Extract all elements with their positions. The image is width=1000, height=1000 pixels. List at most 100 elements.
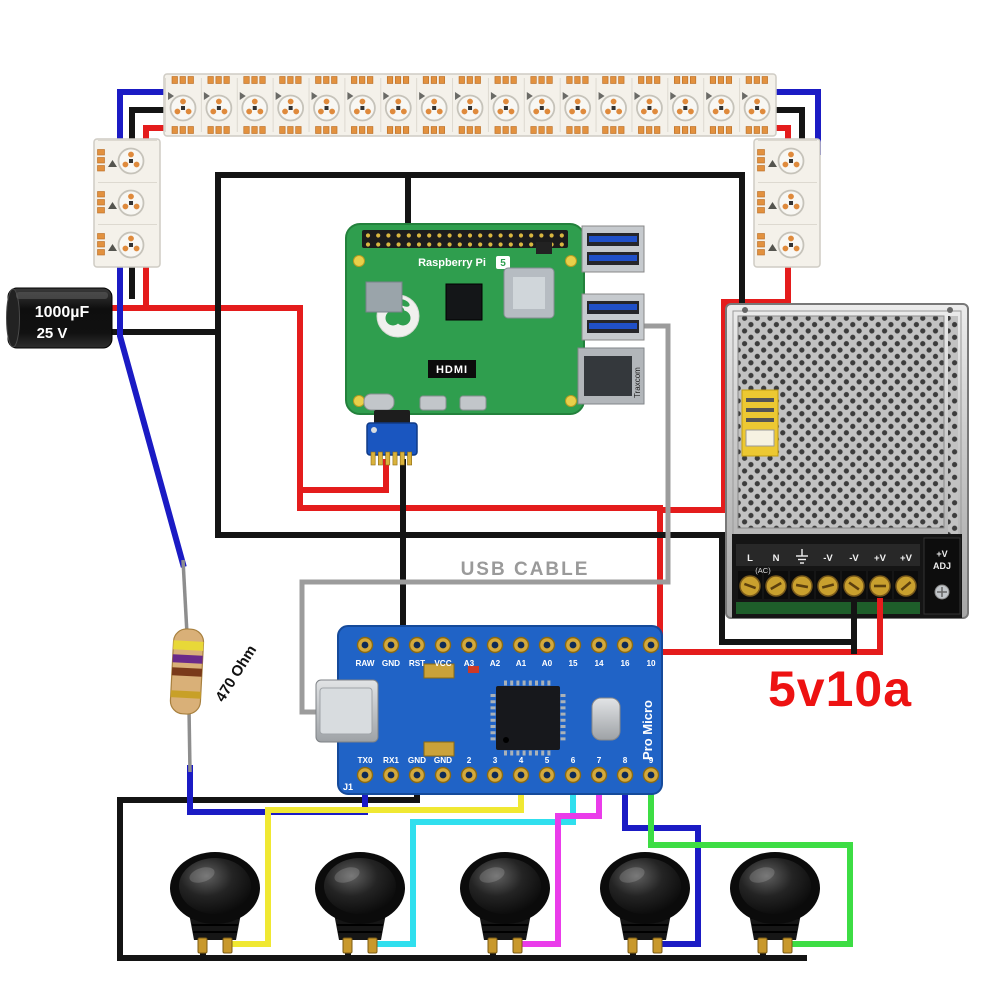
terminal-label: L [747, 553, 753, 564]
pin-label: 7 [597, 756, 602, 765]
pin-label: 5 [545, 756, 550, 765]
pin-label: A3 [464, 659, 475, 668]
wire-button1 [225, 785, 524, 947]
gpio-pin [386, 242, 391, 247]
pin-label: 10 [646, 659, 656, 668]
pin-label: 4 [519, 756, 524, 765]
gpio-pin [539, 233, 544, 238]
led-strip-top [163, 73, 777, 137]
wire-gnd-button-bus [117, 787, 807, 961]
wifi-module [365, 281, 403, 313]
gpio-pin [498, 242, 503, 247]
pin-hole-center [517, 771, 525, 779]
pin-label: 3 [493, 756, 498, 765]
pin-label: 16 [620, 659, 630, 668]
gpio-pin [478, 233, 483, 238]
gpio-pin [376, 233, 381, 238]
pin-label: GND [408, 756, 426, 765]
gpio-pin [447, 242, 452, 247]
pin-label: GND [382, 659, 400, 668]
wire-gnd-top-right [765, 107, 805, 155]
raspberry-pi: Raspberry Pi 5 HDMI [345, 223, 645, 415]
capacitor-value: 1000µF [35, 304, 90, 321]
push-button [599, 851, 691, 954]
wire-5v-main-bus [107, 305, 883, 655]
resistor [169, 559, 205, 773]
gpio-pin [457, 242, 462, 247]
gpio-pin [365, 233, 371, 238]
pin-hole-center [543, 641, 551, 649]
pin-label: A2 [490, 659, 501, 668]
hdmi-label: HDMI [436, 364, 468, 376]
ram-chip [445, 283, 483, 321]
pi-name-label: Raspberry Pi [418, 257, 486, 269]
pin-label: 14 [594, 659, 604, 668]
wire-usb-cable [299, 323, 671, 715]
terminal-label: -V [849, 553, 859, 564]
push-button [729, 851, 821, 954]
smd-led [468, 666, 479, 673]
pin-hole-center [361, 771, 369, 779]
pin-label: RST [409, 659, 425, 668]
psu-rating-label: 5v10a [768, 661, 912, 717]
j1-label: J1 [343, 782, 353, 792]
wire-data-top-left [117, 89, 175, 155]
resistor-label: 470 Ohm [212, 642, 260, 705]
pin-hole-center [595, 771, 603, 779]
gpio-pin [406, 233, 411, 238]
pro-micro-label: Pro Micro [640, 700, 655, 760]
smd-component [423, 663, 455, 679]
pin-label: 15 [568, 659, 578, 668]
gpio-pin [508, 242, 513, 247]
pin-label: 2 [467, 756, 472, 765]
gpio-pin [457, 233, 462, 238]
pin-hole-center [621, 641, 629, 649]
pin-label: 6 [571, 756, 576, 765]
gpio-pin [386, 233, 391, 238]
wire-gnd-lower-bus [215, 329, 857, 645]
pin-label: 8 [623, 756, 628, 765]
wire-gnd-top-left [129, 107, 175, 155]
gpio-pin [416, 233, 422, 238]
pin-label: VCC [434, 659, 451, 668]
gpio-pin [427, 242, 432, 247]
push-button [169, 851, 261, 954]
gpio-pin [427, 233, 432, 238]
pi-model-label: 5 [500, 258, 506, 269]
micro-usb-port [315, 679, 379, 743]
gpio-pin [437, 233, 442, 238]
wire-button2 [370, 785, 576, 947]
capacitor: 1000µF 25 V [6, 287, 113, 349]
push-button [314, 851, 406, 954]
gpio-pin [488, 233, 493, 238]
crystal-oscillator [591, 697, 621, 741]
usb-c-port [363, 393, 395, 411]
usb-ports [581, 225, 645, 341]
pin-label: TX0 [357, 756, 372, 765]
gpio-pin [518, 242, 524, 247]
gpio-pin [396, 233, 401, 238]
pin-hole-center [465, 641, 473, 649]
pin-hole-center [387, 771, 395, 779]
capacitor-voltage: 25 V [37, 325, 68, 342]
screw-slot [821, 583, 835, 589]
pin-label: A1 [516, 659, 527, 668]
pin-hole-center [517, 641, 525, 649]
led-strip-left [93, 138, 161, 268]
usb-cable-label: USB CABLE [461, 559, 590, 580]
screw-slot [770, 581, 782, 591]
micro-hdmi-port [419, 395, 447, 411]
wire-button3 [515, 785, 602, 947]
psu-adj-block [923, 537, 961, 615]
gpio-pin [518, 233, 524, 238]
gpio-pin [467, 233, 473, 238]
wire-5v-right-strip [659, 255, 791, 513]
gpio-pin [559, 233, 564, 238]
pin-hole-center [595, 641, 603, 649]
wire-data-top-right [765, 89, 821, 155]
usb-adapter [366, 410, 418, 466]
gpio-pin [508, 233, 513, 238]
screw-slot [848, 581, 860, 591]
